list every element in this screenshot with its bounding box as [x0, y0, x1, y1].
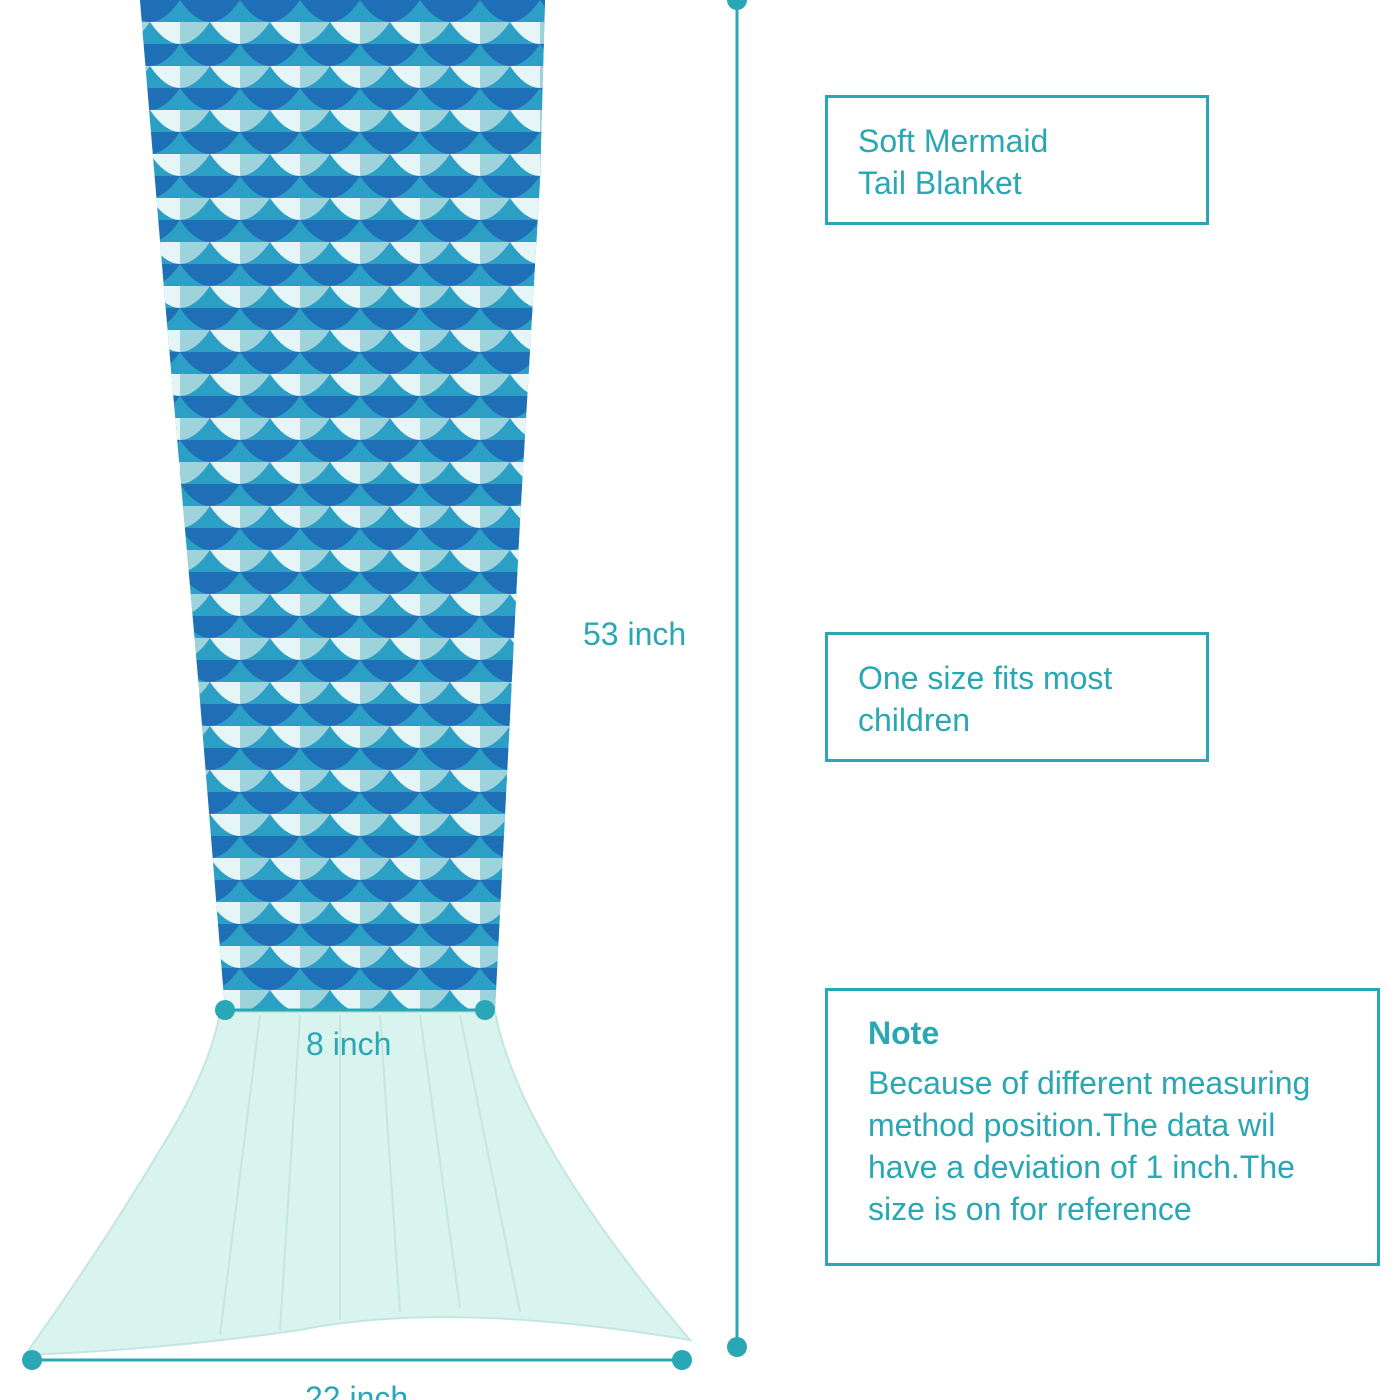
fin-right-marker	[672, 1350, 692, 1370]
fit-info-box: One size fits most children	[825, 632, 1209, 762]
note-heading: Note	[868, 1015, 940, 1051]
fin-width-label: 22 inch	[305, 1380, 409, 1400]
length-dimension-line	[727, 0, 747, 1357]
fin-dimension-line	[22, 1350, 692, 1370]
fit-info-text: One size fits most children	[858, 660, 1113, 738]
length-bottom-marker	[727, 1337, 747, 1357]
note-box: Note Because of different measuring meth…	[825, 988, 1380, 1266]
tail-body	[140, 0, 545, 1010]
length-label: 53 inch	[583, 616, 687, 652]
note-body: Because of different measuring method po…	[868, 1065, 1311, 1227]
fin-left-marker	[22, 1350, 42, 1370]
waist-dimension-line	[215, 1000, 495, 1020]
fin-ribs	[219, 1014, 521, 1336]
waist-right-marker	[475, 1000, 495, 1020]
product-title: Soft Mermaid Tail Blanket	[858, 123, 1049, 201]
product-title-box: Soft Mermaid Tail Blanket	[825, 95, 1209, 225]
length-top-marker	[727, 0, 747, 10]
waist-width-label: 8 inch	[306, 1026, 392, 1062]
waist-left-marker	[215, 1000, 235, 1020]
tail-fin	[23, 1011, 693, 1357]
